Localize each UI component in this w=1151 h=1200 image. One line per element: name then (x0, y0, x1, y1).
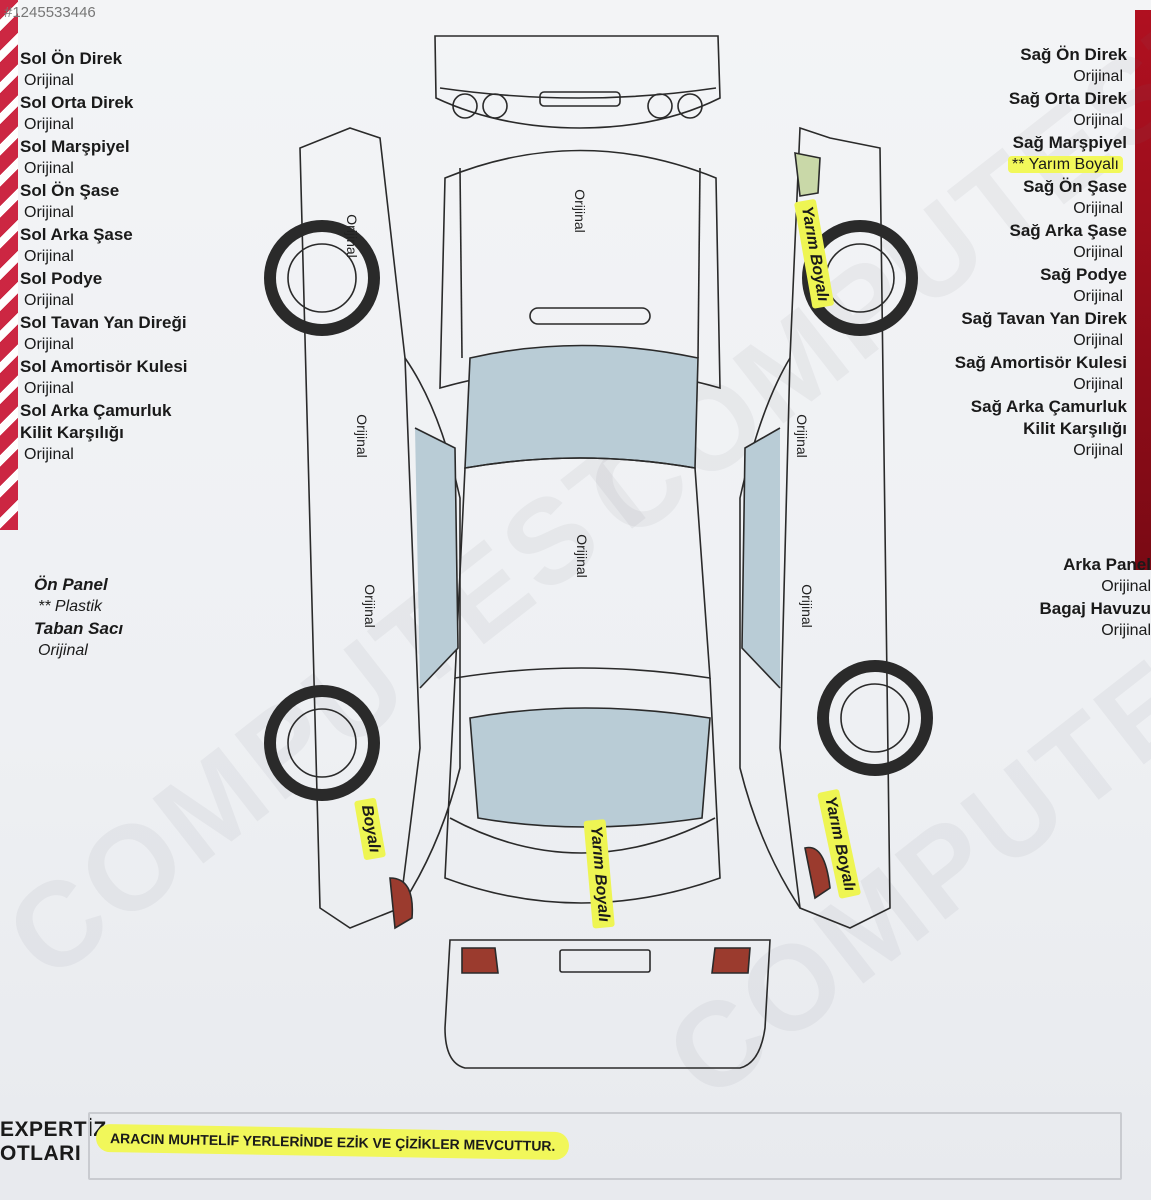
part-name: Sol Tavan Yan Direği (20, 313, 187, 332)
right-rear-door-label: Orijinal (798, 584, 815, 628)
brand-stripe-left (0, 0, 18, 530)
part-name: Sol Ön Direk (20, 49, 123, 68)
part-name: Sağ Tavan Yan Direk (961, 309, 1127, 328)
notes-title: EXPERTİZ OTLARI (0, 1118, 107, 1166)
notes-title-line1: EXPERTİZ (0, 1118, 107, 1141)
right-front-door-label: Orijinal (793, 414, 810, 458)
roof-label: Orijinal (573, 534, 590, 578)
part-name: Sağ Arka Şase (1009, 221, 1128, 240)
part-value: Orijinal (24, 380, 74, 397)
part-value: Orijinal (1101, 622, 1151, 639)
part-value: Orijinal (24, 204, 74, 221)
part-value: Orijinal (24, 116, 74, 133)
left-part-8: Sol Arka Çamurluk (20, 400, 188, 422)
lower-left-list: Ön Panel ** Plastik Taban Sacı Orijinal (34, 574, 123, 662)
part-name: Ön Panel (34, 575, 108, 594)
part-value: Orijinal (1073, 442, 1123, 459)
left-front-door-label: Orijinal (353, 414, 370, 458)
hood-label: Orijinal (571, 189, 588, 233)
part-name: Sol Arka Çamurluk (20, 401, 172, 420)
car-body-top (439, 149, 721, 904)
car-left-side (264, 127, 461, 930)
part-value: Orijinal (24, 446, 74, 463)
part-name: Kilit Karşılığı (1023, 419, 1127, 438)
part-name: Sağ Arka Çamurluk (970, 397, 1127, 416)
part-value: ** Plastik (38, 598, 103, 615)
left-front-fender-label: Orijinal (343, 214, 360, 258)
part-value: Orijinal (24, 72, 74, 89)
part-value: Orijinal (38, 642, 88, 659)
part-name: Bagaj Havuzu (1039, 599, 1151, 618)
part-name: Sağ Marşpiyel (1012, 133, 1127, 152)
part-name: Sağ Amortisör Kulesi (954, 353, 1127, 372)
part-value: Orijinal (1073, 288, 1123, 305)
part-name: Sağ Podye (1040, 265, 1127, 284)
part-name: Taban Sacı (34, 619, 124, 638)
brand-stripe-right (1135, 10, 1151, 570)
front-bumper (434, 35, 721, 129)
notes-title-line2: OTLARI (0, 1142, 82, 1165)
car-outline-svg (264, 35, 933, 1069)
car-diagram: Orijinal Orijinal Orijinal Orijinal Orij… (240, 28, 960, 1088)
part-name: Sol Amortisör Kulesi (20, 357, 188, 376)
left-rear-door-label: Orijinal (361, 584, 378, 628)
part-name: Sağ Ön Direk (1020, 45, 1127, 64)
right-part-2: Sağ Marşpiyel ** Yarım Boyalı (955, 132, 1127, 176)
lower-right-list: Arka Panel Orijinal Bagaj Havuzu Orijina… (1040, 554, 1151, 642)
part-value-highlighted: ** Yarım Boyalı (1007, 156, 1123, 173)
part-value: Orijinal (1073, 68, 1123, 85)
part-value: Orijinal (1073, 200, 1123, 217)
part-name: Sol Ön Şase (20, 181, 120, 200)
part-value: Orijinal (24, 160, 74, 177)
part-value: Orijinal (1073, 112, 1123, 129)
part-name: Sağ Ön Şase (1023, 177, 1127, 196)
part-value: Orijinal (1073, 376, 1123, 393)
part-value: Orijinal (1073, 244, 1123, 261)
image-id: #1245533446 (4, 4, 96, 21)
part-value: Orijinal (24, 248, 74, 265)
notes-box (88, 1112, 1122, 1180)
part-name: Kilit Karşılığı (20, 423, 124, 442)
part-value: Orijinal (1073, 332, 1123, 349)
part-name: Sol Arka Şase (20, 225, 133, 244)
right-part-8: Sağ Arka Çamurluk (955, 396, 1127, 418)
part-value: Orijinal (1101, 578, 1151, 595)
part-name: Sağ Orta Direk (1008, 89, 1127, 108)
part-name: Sol Marşpiyel (20, 137, 130, 156)
rear-bumper (444, 939, 771, 1069)
part-value: Orijinal (24, 292, 74, 309)
part-name: Sol Podye (20, 269, 103, 288)
part-name: Arka Panel (1063, 555, 1151, 574)
part-name: Sol Orta Direk (20, 93, 134, 112)
part-value: Orijinal (24, 336, 74, 353)
